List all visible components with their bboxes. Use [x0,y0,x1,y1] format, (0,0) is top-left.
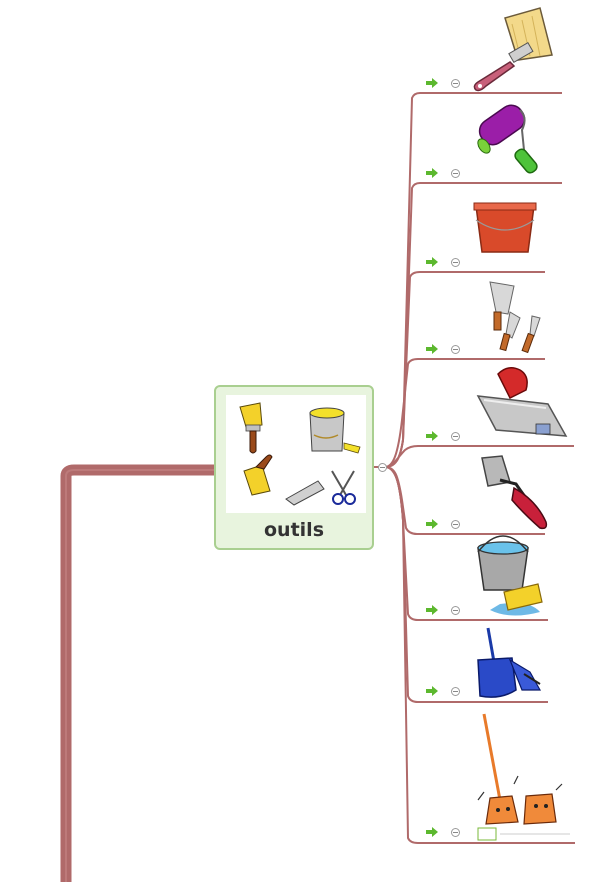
central-collapse-toggle-icon[interactable] [378,463,387,472]
branch-9-collapse-icon[interactable] [451,828,460,837]
tools-collage-image [226,395,366,513]
branch-1-arrow-icon[interactable] [426,78,438,88]
broom-dustpan-image [477,713,570,841]
central-topic[interactable]: outils [214,385,374,550]
branch-7-arrow-icon[interactable] [426,605,438,615]
trowel-image [476,367,568,437]
scraper-image [481,455,548,530]
branch-5-arrow-icon[interactable] [426,431,438,441]
branch-2-collapse-icon[interactable] [451,169,460,178]
branch-group [384,92,575,844]
branch-3-collapse-icon[interactable] [451,258,460,267]
branch-7-collapse-icon[interactable] [451,606,460,615]
central-topic-label: outils [264,519,324,541]
paintbrush-image [473,7,553,92]
branch-4-collapse-icon[interactable] [451,345,460,354]
branch-2-arrow-icon[interactable] [426,168,438,178]
branch-8-arrow-icon[interactable] [426,686,438,696]
branch-3-arrow-icon[interactable] [426,257,438,267]
branch-8-collapse-icon[interactable] [451,687,460,696]
bucket-sponge-image [477,535,543,616]
paint-roller-image [477,104,538,174]
branch-9-arrow-icon[interactable] [426,827,438,837]
dustpan-brush-image [477,627,542,698]
bucket-image [473,202,537,253]
branch-5-collapse-icon[interactable] [451,432,460,441]
branch-1-collapse-icon[interactable] [451,79,460,88]
branch-6-collapse-icon[interactable] [451,520,460,529]
branch-4-arrow-icon[interactable] [426,344,438,354]
putty-knives-image [489,281,541,354]
main-trunk-branch [60,464,214,882]
branch-6-arrow-icon[interactable] [426,519,438,529]
